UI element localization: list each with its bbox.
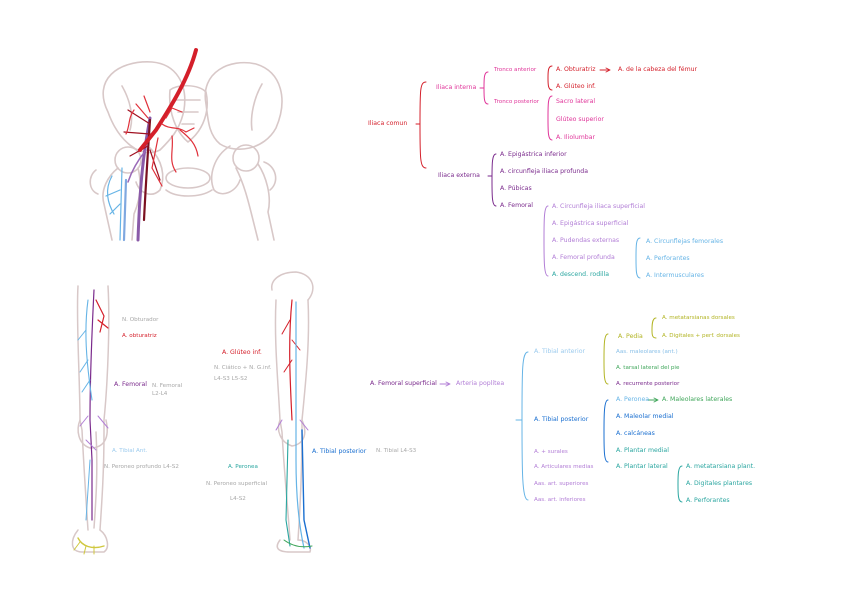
recurrente-posterior-label: A. recurrente posterior: [616, 381, 680, 387]
epigastrica-inferior-label: A. Epigástrica inferior: [500, 151, 567, 158]
n-ciatico-label: N. Ciático + N. G.inf.: [214, 365, 272, 371]
n-tibial-label: N. Tibial L4-S3: [376, 448, 417, 454]
obturatriz-target-label: A. de la cabeza del fémur: [618, 66, 698, 73]
maleolares-ant-label: Aas. maleolares (ant.): [616, 349, 678, 355]
plantar-medial-label: A. Plantar medial: [616, 447, 669, 454]
n-peroneo-profundo-label: N. Peroneo profundo L4-S2: [104, 464, 179, 470]
pelvis-figure: [89, 48, 283, 242]
tibial-anterior-label: A. Tibial anterior: [534, 348, 586, 355]
a-peronea-fig-label: A. Peronea: [228, 464, 258, 470]
iliolumbar-label: A. Iliolumbar: [556, 134, 596, 141]
digitales-dorsales-label: A. Digitales + perf. dorsales: [662, 333, 740, 339]
pedia-label: A. Pedia: [618, 333, 643, 340]
articulares-medias-label: A. Articulares medias: [534, 464, 594, 470]
iliaca-comun-label: Iliaca comun: [368, 120, 408, 127]
profunda-branch-intermusculares: A. Intermusculares: [646, 272, 704, 279]
femoral-branch-descend-rodilla: A. descend. rodilla: [552, 271, 610, 278]
metatarsiana-plantar-label: A. metatarsiana plant.: [686, 463, 756, 470]
a-obturatriz-fig-label: A. obturatriz: [122, 333, 157, 339]
tibial-posterior-label: A. Tibial posterior: [534, 416, 589, 423]
a-tibial-ant-fig-label: A. Tibial Ant.: [112, 448, 148, 454]
profunda-branch-perforantes: A. Perforantes: [646, 255, 690, 262]
a-femoral-fig-label: A. Femoral: [114, 381, 147, 388]
tronco-posterior-label: Tronco posterior: [494, 99, 540, 105]
peronea-label: A. Peronea: [616, 396, 650, 403]
maleolar-medial-label: A. Maleolar medial: [616, 413, 674, 420]
gluteo-superior-label: Glúteo superior: [556, 116, 604, 123]
n-femoral-label: N. Femoral L2-L4: [152, 383, 183, 398]
n-obturador-label: N. Obturador: [122, 317, 159, 323]
art-inferiores-label: Aas. art. inferiores: [534, 497, 586, 503]
metatarsianas-dorsales-label: A. metatarsianas dorsales: [662, 315, 735, 321]
plantar-lateral-label: A. Plantar lateral: [616, 463, 668, 470]
femoral-branch-epigastrica-sup: A. Epigástrica superficial: [552, 220, 629, 227]
surales-label: A. + surales: [534, 449, 568, 455]
profunda-branch-circunflejas: A. Circunflejas femorales: [646, 238, 724, 245]
femoral-superficial-label: A. Femoral superficial: [370, 380, 437, 387]
poplitea-label: Arteria poplítea: [456, 380, 505, 387]
leg-figure-back: [271, 271, 314, 553]
femoral-branch-profunda: A. Femoral profunda: [552, 254, 615, 261]
n-ciatico-roots-label: L4-S3 L5-S2: [214, 376, 248, 382]
circunfleja-profunda-label: A. circunfleja iliaca profunda: [500, 168, 588, 175]
gluteo-inf-label: A. Glúteo inf.: [556, 83, 596, 90]
art-superiores-label: Aas. art. superiores: [534, 481, 589, 487]
sacro-lateral-label: Sacro lateral: [556, 98, 596, 105]
leg-figure-front: [71, 285, 110, 555]
pelvis-tree-lines: [415, 65, 641, 279]
leg-tree-lines: [439, 317, 683, 503]
n-peroneo-sup-roots-label: L4-S2: [230, 496, 246, 502]
maleolares-laterales-label: A. Maleolares laterales: [662, 396, 733, 403]
tarsal-label: A. tarsal lateral del pie: [616, 365, 680, 371]
femoral-branch-pudendas: A. Pudendas externas: [552, 237, 620, 244]
femoral-branch-circunfleja-sup: A. Circunfleja iliaca superficial: [552, 203, 645, 210]
iliaca-interna-label: Iliaca interna: [436, 84, 477, 91]
obturatriz-label: A. Obturatriz: [556, 66, 596, 73]
n-peroneo-superficial-label: N. Peroneo superficial: [206, 481, 268, 487]
tronco-anterior-label: Tronco anterior: [494, 67, 537, 73]
gluteo-inf-fig-label: A. Glúteo inf.: [222, 349, 262, 356]
a-tibial-post-fig-label: A. Tibial posterior: [312, 448, 367, 455]
digitales-plantares-label: A. Digitales plantares: [686, 480, 753, 487]
iliaca-externa-label: Iliaca externa: [438, 172, 480, 179]
perforantes-label: A. Perforantes: [686, 497, 730, 504]
pubicas-label: A. Púbicas: [500, 185, 532, 192]
calcaneas-label: A. calcáneas: [616, 430, 655, 437]
femoral-label: A. Femoral: [500, 202, 533, 209]
